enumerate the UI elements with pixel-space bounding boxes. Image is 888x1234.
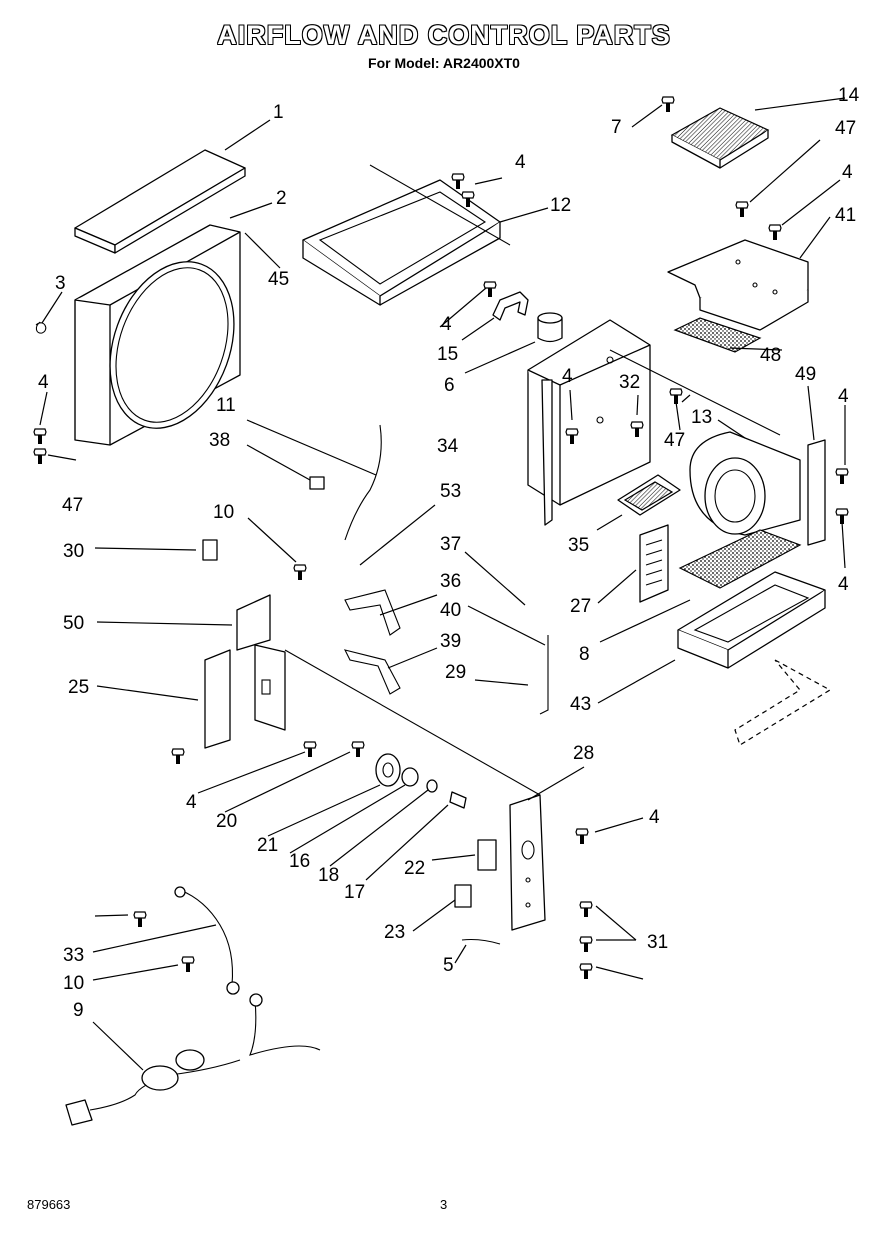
- part-3-clip: [35, 321, 47, 334]
- callout-50: 50: [63, 613, 84, 634]
- part-25-bracket: [204, 649, 231, 749]
- callout-40: 40: [440, 600, 461, 621]
- callout-17: 17: [344, 882, 365, 903]
- callout-15: 15: [437, 344, 458, 365]
- callout-36: 36: [440, 571, 461, 592]
- part-30-clip: [202, 539, 218, 561]
- callout-37: 37: [440, 534, 461, 555]
- part-28-control-plate: [509, 794, 546, 931]
- callout-47a: 47: [835, 118, 856, 139]
- callout-35: 35: [568, 535, 589, 556]
- callout-4d: 4: [562, 366, 573, 387]
- callout-1: 1: [273, 102, 284, 123]
- callout-30: 30: [63, 541, 84, 562]
- callout-4e: 4: [842, 162, 853, 183]
- callout-25: 25: [68, 677, 89, 698]
- part-18-washer: [426, 779, 438, 793]
- callout-16: 16: [289, 851, 310, 872]
- callout-47c: 47: [62, 495, 83, 516]
- callout-6: 6: [444, 375, 455, 396]
- callout-4a: 4: [38, 372, 49, 393]
- page-number: 3: [440, 1197, 448, 1212]
- part-17-switch: [449, 791, 467, 809]
- callout-33: 33: [63, 945, 84, 966]
- callout-41: 41: [835, 205, 856, 226]
- callout-21: 21: [257, 835, 278, 856]
- callout-11: 11: [216, 395, 236, 416]
- callout-4b: 4: [515, 152, 526, 173]
- callout-48: 48: [760, 345, 781, 366]
- part-23-switch: [454, 884, 472, 908]
- part-49-strip: [807, 439, 826, 546]
- part-14-filter: [670, 107, 770, 169]
- reference-line: [284, 649, 541, 796]
- part-11-sensor: [344, 424, 382, 541]
- callout-5: 5: [443, 955, 454, 976]
- part-8-foam: [678, 529, 802, 589]
- part-38-clip: [309, 476, 325, 490]
- dashed-outline: [734, 659, 832, 746]
- callout-4f: 4: [838, 386, 849, 407]
- part-6-capacitor: [537, 312, 563, 343]
- part-40-bracket: [539, 635, 549, 715]
- part-39-spring: [343, 649, 401, 695]
- part-5-wire: [461, 938, 501, 945]
- part-21-knob: [375, 753, 401, 787]
- part-13-blower: [689, 431, 801, 536]
- part-41-bracket: [667, 239, 809, 331]
- callout-4g: 4: [838, 574, 849, 595]
- callout-45: 45: [268, 269, 289, 290]
- callout-49: 49: [795, 364, 816, 385]
- callout-27: 27: [570, 596, 591, 617]
- page-title: AIRFLOW AND CONTROL PARTS: [217, 20, 671, 50]
- part-34-panel: [527, 319, 651, 526]
- reference-line: [609, 349, 781, 436]
- callout-43: 43: [570, 694, 591, 715]
- part-16-bushing: [401, 767, 419, 787]
- callout-47b: 47: [664, 430, 685, 451]
- callout-12: 12: [550, 195, 571, 216]
- part-36-spring: [344, 589, 401, 636]
- callout-34: 34: [437, 436, 459, 457]
- part-50-bracket: [236, 594, 286, 731]
- callout-9: 9: [73, 1000, 84, 1021]
- document-number: 879663: [27, 1197, 71, 1212]
- part-12-tray: [302, 164, 511, 306]
- part-43-drain-pan: [677, 571, 826, 669]
- part-48-foam: [673, 317, 762, 353]
- part-35-grille: [617, 474, 681, 516]
- callout-14: 14: [838, 85, 860, 106]
- leader-lines: [39, 97, 846, 1071]
- callout-8: 8: [579, 644, 590, 665]
- model-subtitle: For Model: AR2400XT0: [368, 55, 520, 71]
- callout-38: 38: [209, 430, 230, 451]
- part-1-top-panel: [74, 149, 246, 254]
- callout-22: 22: [404, 858, 425, 879]
- part-27-louver: [639, 524, 669, 603]
- callout-29: 29: [445, 662, 466, 683]
- callout-18: 18: [318, 865, 339, 886]
- callout-20: 20: [216, 811, 237, 832]
- callout-31: 31: [647, 932, 668, 953]
- callout-2: 2: [276, 188, 287, 209]
- callout-28: 28: [573, 743, 594, 764]
- callout-10a: 10: [213, 502, 234, 523]
- callout-4h: 4: [186, 792, 197, 813]
- callout-3: 3: [55, 273, 66, 294]
- callout-10b: 10: [63, 973, 84, 994]
- callout-23: 23: [384, 922, 405, 943]
- callout-4i: 4: [649, 807, 660, 828]
- part-22-switch: [477, 839, 497, 871]
- callout-53: 53: [440, 481, 461, 502]
- callout-39: 39: [440, 631, 461, 652]
- callout-4c: 4: [441, 314, 452, 335]
- part-15-clamp: [492, 291, 529, 321]
- part-2-front-shroud: [74, 224, 241, 446]
- callout-7: 7: [611, 117, 622, 138]
- callout-13: 13: [691, 407, 712, 428]
- callout-32: 32: [619, 372, 640, 393]
- part-9-power-cord: [65, 886, 321, 1126]
